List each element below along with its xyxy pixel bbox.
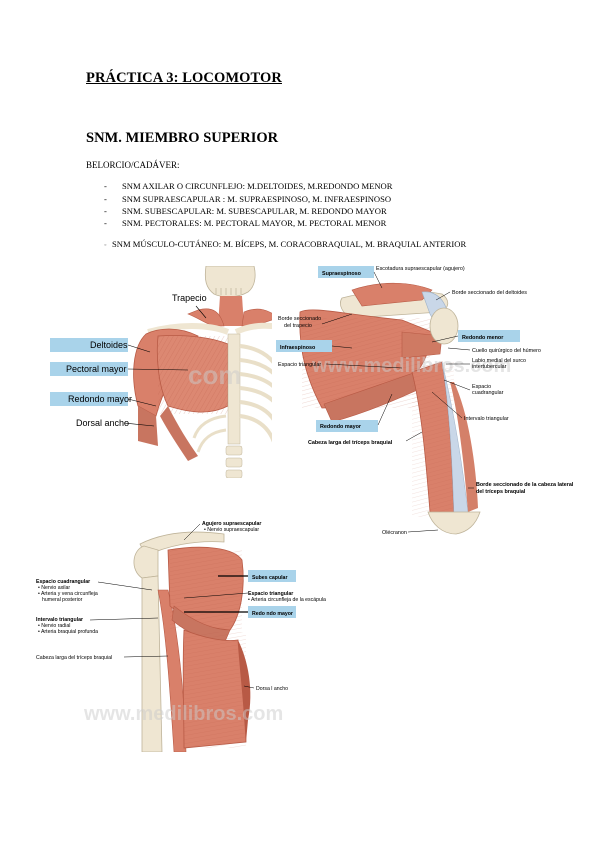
label-espacio-cuad: Espacio cuadrangular	[36, 579, 90, 585]
label-bg	[458, 330, 520, 342]
label-bg	[50, 338, 128, 352]
label-intervalo: Intervalo triangular	[36, 617, 83, 623]
label-trapecio: Trapecio	[172, 293, 207, 303]
list-item: -SNM. SUBESCAPULAR: M. SUBESCAPULAR, M. …	[104, 206, 387, 216]
label-arteria-circ: • Arteria circunfleja de la escápula	[248, 597, 326, 603]
label-dorsal: Dorsal ancho	[76, 418, 129, 428]
label-intervalo: Intervalo triangular	[464, 416, 509, 422]
label-dorsal: Dorsa l ancho	[256, 686, 288, 692]
list-item-text: SNM SUPRAESCAPULAR : M. SUPRAESPINOSO, M…	[122, 194, 392, 204]
label-espacio-cuad-2: cuadrangular	[472, 390, 504, 396]
label-arteria-1: • Arteria y vena circunfleja	[38, 591, 98, 597]
spine-shape	[225, 445, 243, 478]
label-espacio-cuad-1: Espacio	[472, 384, 491, 390]
label-infraespinoso: Infraespinoso	[280, 345, 316, 351]
label-redondo-mayor: Redondo mayor	[320, 424, 362, 430]
label-borde-trapecio-1: Borde seccionado	[278, 316, 321, 322]
triceps-lateral-cut	[450, 382, 478, 512]
redondo-menor-muscle	[401, 331, 443, 359]
label-bg	[248, 570, 296, 582]
label-bg	[50, 392, 128, 406]
label-borde-trapecio-2: del trapecio	[284, 323, 312, 329]
triceps-fibers	[412, 362, 454, 517]
arm-muscle	[138, 406, 158, 446]
label-cabeza-larga: Cabeza larga del tríceps braquial	[308, 440, 393, 446]
label-bg	[316, 420, 378, 432]
label-labio-2: intertubercular	[472, 364, 507, 370]
list-item-text: SNM AXILAR O CIRCUNFLEJO: M.DELTOIDES, M…	[122, 181, 393, 191]
list-item-extra: ◦SNM MÚSCULO-CUTÁNEO: M. BÍCEPS, M. CORA…	[104, 239, 467, 249]
list-item: -SNM. PECTORALES: M. PECTORAL MAYOR, M. …	[104, 218, 387, 228]
lower-ribs-shape	[192, 414, 227, 453]
label-pectoral: Pectoral mayor	[66, 364, 127, 374]
label-bg	[276, 340, 332, 352]
leader-lines	[123, 305, 207, 427]
humeral-head-shape	[133, 545, 159, 579]
label-olecranon: Olécranon	[382, 530, 407, 536]
label-redondo-mayor: Redo ndo mayor	[252, 611, 293, 617]
figure-anterior-thorax: com Trapecio Deltoides Pectoral mayor Re…	[38, 266, 293, 478]
label-deltoides: Deltoides	[90, 340, 128, 350]
clavicle-shape	[139, 531, 225, 557]
list-item: -SNM AXILAR O CIRCUNFLEJO: M.DELTOIDES, …	[104, 181, 393, 191]
watermark: www.medilibros.com	[83, 703, 283, 725]
list-item-text: SNM. PECTORALES: M. PECTORAL MAYOR, M. P…	[122, 218, 387, 228]
figure-posterior-shoulder: www.medilibros.com Supraespinoso Escotad…	[272, 262, 578, 544]
label-subescapular: Subes capular	[252, 575, 287, 581]
leader-lines	[321, 271, 474, 533]
humerus-shape	[141, 575, 163, 752]
skull-shape	[204, 266, 256, 298]
label-espacio-tri: Espacio triangular	[248, 591, 293, 597]
label-agujero: Agujero supraescapular	[202, 521, 261, 527]
olecranon-shape	[427, 511, 481, 535]
label-supraespinoso: Supraespinoso	[322, 271, 362, 277]
label-cabeza-larga: Cabeza larga del tríceps braquial	[36, 655, 112, 661]
figure-anterior-scapula: www.medilibros.com Agujero supraescapula…	[34, 510, 332, 752]
serratus-muscle	[160, 406, 198, 461]
label-borde-triceps-1: Borde seccionado de la cabeza lateral	[476, 482, 574, 488]
pectoral-fibers	[158, 336, 228, 414]
leader-lines	[89, 523, 255, 689]
label-bg	[50, 362, 128, 376]
label-borde-triceps-2: del tríceps braquial	[476, 489, 526, 495]
watermark: www.medilibros.com	[311, 355, 511, 377]
list-item-text: SNM. SUBESCAPULAR: M. SUBESCAPULAR, M. R…	[122, 206, 387, 216]
dorsal-fibers	[184, 632, 246, 748]
neck-muscle-shape	[218, 296, 244, 326]
dorsal-edge	[238, 640, 251, 742]
teeth-shape	[215, 288, 242, 295]
list-item: -SNM SUPRAESCAPULAR : M. SUPRAESPINOSO, …	[104, 194, 392, 204]
page-title: PRÁCTICA 3: LOCOMOTOR	[86, 70, 282, 86]
label-redondo: Redondo mayor	[68, 394, 132, 404]
label-nervio-radial: • Nervio radial	[38, 623, 70, 629]
label-escotadura: Escotadura supraescapular (agujero)	[376, 266, 465, 272]
label-redondo-menor: Redondo menor	[462, 335, 504, 341]
humeral-head-shape	[429, 307, 459, 345]
label-nervio-supra: • Nervio supraescapular	[204, 527, 259, 533]
label-arteria-braquial: • Arteria braquial profunda	[38, 629, 98, 635]
label-nervio-axilar: • Nervio axilar	[38, 585, 70, 591]
list-item-text: SNM MÚSCULO-CUTÁNEO: M. BÍCEPS, M. CORAC…	[112, 239, 467, 249]
label-bg	[248, 606, 296, 618]
label-espacio-triangular: Espacio triangular	[278, 362, 321, 368]
subtitle: BELORCIO/CADÁVER:	[86, 160, 180, 170]
label-borde-deltoides: Borde seccionado del deltoides	[452, 290, 527, 296]
watermark: com	[188, 360, 241, 390]
label-bg	[318, 266, 374, 278]
label-arteria-2: humeral posterior	[42, 597, 83, 603]
section-title: SNM. MIEMBRO SUPERIOR	[86, 130, 279, 146]
label-labio-1: Labio medial del surco	[472, 358, 526, 364]
label-cuello: Cuello quirúrgico del húmero	[472, 348, 541, 354]
